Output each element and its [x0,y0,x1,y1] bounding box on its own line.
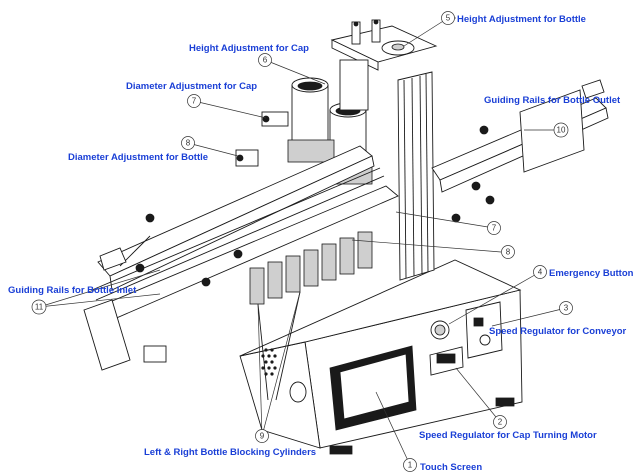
top-plate [330,25,438,63]
callout-5: 5 [441,11,455,25]
callout-8-top: 8 [181,136,195,150]
svg-text:10: 10 [557,126,566,135]
label-diameter-adjustment-bottle: Diameter Adjustment for Bottle [68,152,208,163]
svg-text:2: 2 [498,418,503,427]
callout-6: 6 [258,53,272,67]
cabinet-top [239,259,522,357]
motor-left [291,84,329,142]
touch-screen-logo [369,415,375,421]
svg-text:11: 11 [35,303,44,312]
svg-text:9: 9 [260,432,265,441]
svg-text:7: 7 [192,97,197,106]
label-blocking-cylinders: Left & Right Bottle Blocking Cylinders [144,447,316,458]
leader-lines [38,17,567,466]
callout-7-right: 7 [487,221,501,235]
svg-text:8: 8 [506,248,511,257]
label-speed-regulator-cap-motor: Speed Regulator for Cap Turning Motor [419,430,597,441]
vertical-column [397,71,435,281]
bottle-diameter-adjuster [235,149,259,167]
callout-2: 2 [493,415,507,429]
svg-text:7: 7 [492,224,497,233]
svg-text:6: 6 [263,56,268,65]
label-guiding-rails-inlet: Guiding Rails for Bottle Inlet [8,285,137,296]
callout-markers: 5 6 7 8 10 7 8 4 3 11 2 1 9 [31,11,573,472]
callout-9: 9 [255,429,269,443]
conveyor-speed-switch [473,317,484,327]
svg-text:4: 4 [538,268,543,277]
svg-text:1: 1 [408,461,413,470]
outlet-end-plate [519,89,585,173]
side-port [289,381,307,403]
callout-11: 11 [31,299,47,315]
svg-text:8: 8 [186,139,191,148]
label-diameter-adjustment-cap: Diameter Adjustment for Cap [126,81,257,92]
label-emergency-button: Emergency Button [549,268,634,279]
callout-10: 10 [553,122,569,138]
callout-4: 4 [533,265,547,279]
touch-screen-display [339,353,410,420]
label-speed-regulator-conveyor: Speed Regulator for Conveyor [489,326,627,337]
svg-text:5: 5 [446,14,451,23]
callout-1: 1 [403,458,417,472]
callout-8-right: 8 [501,245,515,259]
callout-7-top: 7 [187,94,201,108]
conveyor-speed-knob [479,334,491,346]
inlet-conveyor [83,145,399,371]
foot-left [329,445,353,455]
outlet-conveyor [431,89,609,223]
conveyor-speed-panel [465,301,503,359]
label-touch-screen: Touch Screen [420,462,482,473]
emergency-button-cap [434,324,446,336]
label-height-adjustment-bottle: Height Adjustment for Bottle [457,14,586,25]
inlet-end-plate [83,299,131,371]
cap-diameter-adjuster [261,111,289,127]
cap-speed-display [436,353,456,364]
callout-3: 3 [559,301,573,315]
label-height-adjustment-cap: Height Adjustment for Cap [189,43,309,54]
capping-motors [287,59,373,185]
svg-text:3: 3 [564,304,569,313]
labels: Height Adjustment for Bottle Height Adju… [8,14,634,473]
label-guiding-rails-outlet: Guiding Rails for Bottle Outlet [484,95,621,106]
foot-right [495,397,515,407]
